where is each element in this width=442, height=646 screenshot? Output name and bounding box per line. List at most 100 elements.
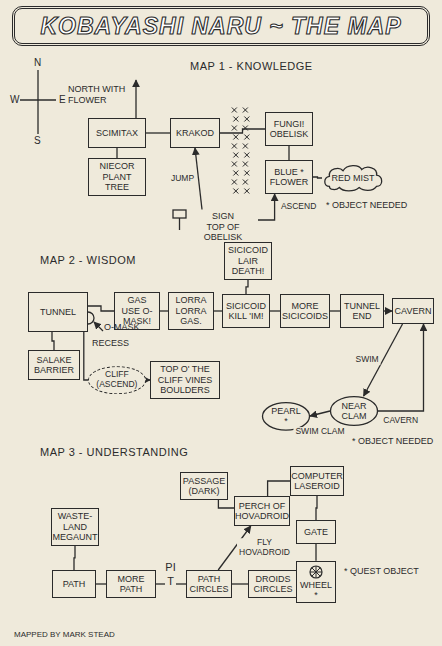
location-box: SCIMITAX [88,118,146,148]
x-mark [232,144,237,149]
location-box: LORRA LORRA GAS. [168,292,214,329]
route-line [310,411,330,416]
x-mark [244,171,249,176]
x-mark [244,117,249,122]
x-mark [232,162,237,167]
x-mark [232,144,237,149]
x-mark [243,144,248,149]
x-mark [232,180,237,185]
location-box: SALAKE BARRIER [28,350,80,380]
location-box: SICICOID KILL 'IM! [222,294,270,328]
wheel-icon [309,565,323,579]
route-line [316,496,317,520]
route-line [74,546,75,571]
location-box: PATH CIRCLES [186,570,232,598]
location-name: WHEEL * [300,580,332,601]
route-line [330,310,340,311]
location-box: CAVERN [392,298,434,324]
route-line [116,148,117,159]
location-name: TOP O' THE CLIFF VINES BOULDERS [154,364,216,395]
location-name: SICICOID LAIR DEATH! [228,245,268,276]
o-mask-arrow [94,322,103,331]
location-name: SIGN [212,211,234,221]
sign-icon [173,210,186,218]
route-label: CLIFF (ASCEND) [88,366,146,394]
x-mark [233,135,238,140]
x-mark [233,171,238,176]
location-box: TUNNEL [28,292,88,332]
location-name: GAS USE O-MASK! [118,295,156,326]
location-name: NIECOR PLANT TREE [92,161,142,192]
x-mark [243,144,248,149]
map-heading: MAP 1 - KNOWLEDGE [190,60,313,73]
route-line [378,324,424,411]
location-box: GATE [296,520,336,544]
location-box: MORE SICICOIDS [280,294,330,328]
x-mark [243,108,248,113]
sign-location: SIGNTOP OF OBELISK [188,209,258,244]
route-line [288,146,289,160]
route-line [313,177,322,178]
x-mark [232,162,237,167]
clam-ellipse: NEAR CLAM [330,396,378,426]
route-line [218,500,234,508]
route-line [270,310,280,311]
wheel-spoke [312,567,320,575]
compass-line [37,70,38,134]
location-name: PERCH OF HOVADROID [235,501,289,522]
location-name: PATH [63,579,86,589]
x-mark [232,108,237,113]
route-line [88,306,114,311]
compass-point: E [59,94,66,106]
location-name: PEARL * [270,406,302,427]
location-name: TUNNEL END [344,301,380,322]
location-name: TUNNEL [40,307,76,317]
location-box: NIECOR PLANT TREE [88,158,146,195]
route-line [246,280,248,295]
route-line [384,310,392,311]
x-mark [233,117,238,122]
x-mark [232,126,237,131]
cloud-outline [325,166,382,191]
compass-point: N [34,57,41,69]
route-line [232,583,248,584]
mist-cloud: RED MIST [322,164,384,192]
location-name: SCIMITAX [96,128,138,138]
location-name: LORRA LORRA GAS. [172,295,210,326]
x-mark [232,108,237,113]
location-name: SICICOID KILL 'IM! [226,301,266,322]
map-heading: MAP 2 - WISDOM [40,254,136,267]
location-box: DROIDS CIRCLES [248,570,298,598]
x-mark [244,117,249,122]
location-name: NEAR CLAM [338,401,370,422]
x-mark [244,171,249,176]
ellipse-outline [330,397,377,426]
location-name: SALAKE BARRIER [32,355,76,376]
x-mark [232,126,237,131]
x-mark [243,126,248,131]
location-name: TOP OF OBELISK [191,222,255,243]
x-mark [233,189,238,194]
x-mark [244,135,249,140]
location-box: SICICOID LAIR DEATH! [224,242,272,279]
x-mark [233,135,238,140]
map-title: KOBAYASHI NARU ~ THE MAP [12,6,430,46]
location-box: PERCH OF HOVADROID [234,496,290,526]
route-line [315,544,316,561]
route-line [220,129,265,133]
x-mark [233,189,238,194]
route-label: FLY HOVADROID [237,538,293,558]
compass-line [20,99,56,100]
x-mark [243,162,248,167]
route-line [160,310,168,311]
cliff-wall [232,108,250,194]
location-box: BLUE * FLOWER [265,160,313,194]
location-box: WASTE-LAND MEGAUNT [51,508,99,545]
route-line [214,310,222,311]
map-heading: MAP 3 - UNDERSTANDING [40,446,188,459]
location-name: PATH CIRCLES [190,574,229,595]
location-box: PASSAGE (DARK) [180,472,228,500]
x-mark [244,189,249,194]
pit-label: PIT [165,560,176,589]
